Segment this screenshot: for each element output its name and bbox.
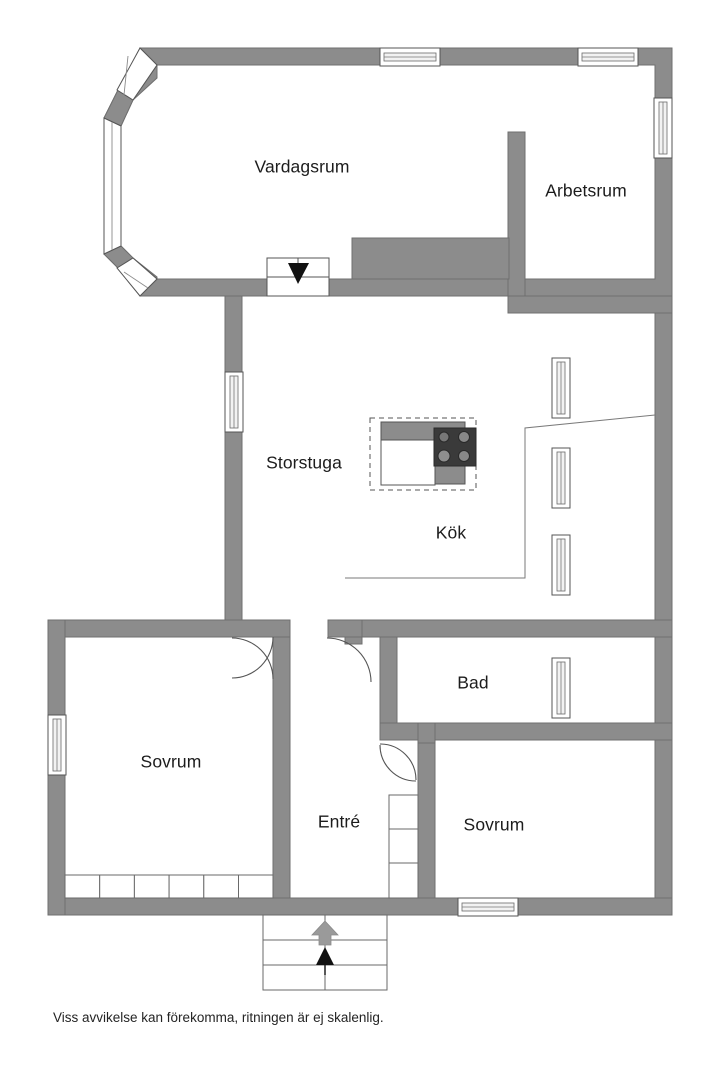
closet-cell: [388, 794, 419, 830]
bad-left-wall: [379, 636, 398, 724]
storstuga-bottom-jamb: [327, 619, 363, 638]
bottom-exterior-wall: [47, 897, 673, 916]
room-label-sovrum-left: Sovrum: [140, 751, 202, 772]
arbetsrum-left-wall: [507, 131, 526, 297]
window-top-right: [577, 47, 639, 67]
kok-top-wall: [507, 295, 673, 314]
bay-glass-lower: [116, 257, 158, 297]
bad-bottom-wall: [379, 722, 673, 741]
wall-structure: [47, 47, 673, 916]
door-swing-bad: [326, 637, 372, 683]
room-label-vardagsrum: Vardagsrum: [254, 156, 350, 177]
right-exterior-wall: [654, 295, 673, 916]
window-arbetsrum-right: [653, 97, 673, 159]
kitchen-fixtures: [369, 417, 477, 491]
closet-cell: [388, 828, 419, 864]
door-swing-entre-arc: [379, 743, 417, 781]
door-swing-sovrum-left-arc: [231, 637, 274, 680]
interior-window-storstuga: [224, 371, 244, 433]
room-label-arbetsrum: Arbetsrum: [545, 180, 627, 201]
sovrum-left-right-wall: [272, 636, 291, 916]
entrance-stairs: [262, 914, 388, 991]
kitchen-zone-dashed: [369, 417, 477, 491]
bay-window-mullions: [111, 55, 149, 289]
counter-inner: [380, 439, 436, 486]
storstuga-left-wall: [224, 295, 243, 638]
closet-cell: [99, 874, 135, 899]
bay-glass-upper: [116, 47, 158, 101]
closet-cell: [203, 874, 240, 899]
up-arrow-icon: [311, 920, 339, 946]
closet-cell: [133, 874, 170, 899]
closet-cell: [168, 874, 205, 899]
room-label-sovrum-right: Sovrum: [463, 814, 525, 835]
sovrum-left-top-wall: [47, 619, 291, 638]
window-bad-right: [551, 657, 571, 719]
entre-right-wall: [417, 739, 436, 916]
window-kok-right-3: [551, 534, 571, 596]
door-swing-entre: [379, 744, 417, 782]
room-label-entre: Entré: [317, 811, 361, 832]
burner-3: [437, 449, 451, 463]
bay-glass-middle: [103, 117, 122, 255]
closet-cell: [388, 862, 419, 899]
windows-group: [47, 47, 673, 917]
room-label-storstuga: Storstuga: [266, 452, 342, 473]
down-arrow-icon: [288, 263, 309, 284]
closets-group: [64, 794, 419, 899]
room-label-bad: Bad: [457, 672, 489, 693]
closet-cell: [238, 874, 274, 899]
kok-area-outline: [345, 414, 656, 579]
kok-bottom-wall: [344, 619, 673, 638]
burner-1: [438, 431, 450, 443]
burner-4: [458, 450, 470, 462]
hall-doorway: [266, 257, 330, 297]
entry-direction-arrow-icon: [316, 947, 334, 965]
entre-door-jamb: [417, 722, 436, 744]
window-sovrum-right-bottom: [457, 897, 519, 917]
vardagsrum-kok-divider: [351, 237, 510, 280]
door-swing-sovrum-left: [231, 636, 274, 679]
disclaimer-text: Viss avvikelse kan förekomma, ritningen …: [53, 1010, 384, 1025]
bay-window-glazing: [103, 47, 158, 297]
closet-cell: [64, 874, 101, 899]
room-label-kok: Kök: [435, 522, 467, 543]
window-top-left: [379, 47, 441, 67]
burner-2: [458, 431, 470, 443]
window-kok-right-1: [551, 357, 571, 419]
window-kok-right-2: [551, 447, 571, 509]
window-sovrum-left: [47, 714, 67, 776]
